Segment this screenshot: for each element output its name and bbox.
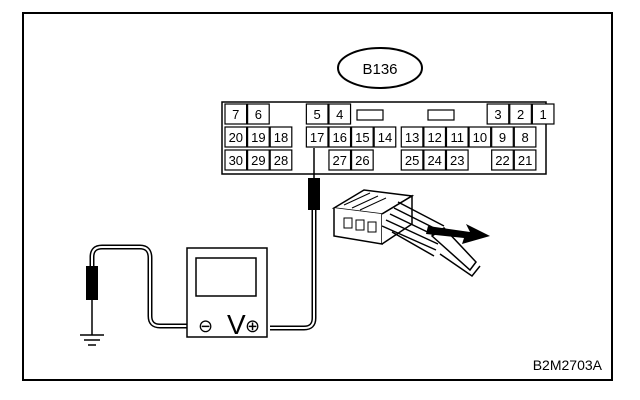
connector-pin-label: 6 xyxy=(255,107,262,122)
connector-pin-label: 4 xyxy=(336,107,343,122)
connector-pin-label: 21 xyxy=(518,153,532,168)
ground-symbol xyxy=(80,334,104,346)
connector-pin-label: 25 xyxy=(405,153,419,168)
connector-latch xyxy=(356,109,384,121)
connector-pin-label: 27 xyxy=(333,153,347,168)
connector-pin-label: 17 xyxy=(310,130,324,145)
connector-pin-cell xyxy=(224,103,248,125)
connector-pin-cell xyxy=(513,149,537,171)
connector-pin-cell xyxy=(423,126,447,148)
connector-pin-label: 26 xyxy=(355,153,369,168)
connector-pin-cell xyxy=(305,126,329,148)
connector-pin-cell xyxy=(224,126,248,148)
connector-pin-cell xyxy=(513,126,537,148)
connector-pin-cell xyxy=(491,126,514,148)
connector-pin-cell xyxy=(247,126,270,148)
connector-pin-cell xyxy=(423,149,447,171)
connector-pin-cell xyxy=(445,126,469,148)
connector-pin-cell xyxy=(509,103,532,125)
meter-voltage-symbol: V xyxy=(227,309,246,340)
connector-pin-cell xyxy=(224,149,248,171)
meter-negative-terminal: ⊖ xyxy=(198,316,213,336)
connector-pin-label: 19 xyxy=(251,130,265,145)
connector-pin-cell xyxy=(491,149,514,171)
connector-pin-label: 28 xyxy=(274,153,288,168)
connector-pin-cell xyxy=(445,149,469,171)
connector-pin-label: 24 xyxy=(427,153,441,168)
meter-positive-terminal: ⊕ xyxy=(245,316,260,336)
connector-pin-label: 12 xyxy=(427,130,441,145)
connector-side-view xyxy=(331,189,490,278)
connector-pin-label: 5 xyxy=(314,107,321,122)
connector-pin-cell xyxy=(269,126,293,148)
voltmeter: ⊖ V ⊕ xyxy=(186,247,268,340)
insertion-arrow xyxy=(426,224,490,244)
connector-pin-label: 8 xyxy=(521,130,528,145)
connector-pin-cell xyxy=(247,103,270,125)
connector-pin-label: 3 xyxy=(494,107,501,122)
connector-pin-label: 9 xyxy=(499,130,506,145)
connector-pin-cell xyxy=(400,149,424,171)
connector-pin-label: 16 xyxy=(333,130,347,145)
connector-pin-cell xyxy=(328,103,352,125)
connector-pin-cell xyxy=(247,149,270,171)
connector-pin-label: 15 xyxy=(355,130,369,145)
connector-pin-label: 11 xyxy=(451,130,465,145)
connector-pin-label: 10 xyxy=(473,130,487,145)
connector-code-label: B136 xyxy=(362,61,397,78)
connector-pin-label: 13 xyxy=(405,130,419,145)
connector-pin-cell xyxy=(531,103,555,125)
connector-pin-label: 1 xyxy=(540,107,547,122)
connector-pin-label: 30 xyxy=(229,153,243,168)
connector-pin-cell xyxy=(305,103,329,125)
meter-display xyxy=(195,257,257,297)
positive-probe-lead xyxy=(270,148,320,331)
diagram-frame xyxy=(22,12,613,381)
positive-probe xyxy=(308,178,320,210)
connector-pin-label: 22 xyxy=(495,153,509,168)
connector-pin-cell xyxy=(373,126,397,148)
ground-probe-lead xyxy=(86,244,188,335)
connector-code-badge: B136 xyxy=(337,47,423,89)
connector-pin-label: 7 xyxy=(232,107,239,122)
connector-pin-cell xyxy=(350,126,374,148)
connector-pin-label: 14 xyxy=(378,130,392,145)
connector-pin-cell xyxy=(468,126,492,148)
connector-pin-label: 2 xyxy=(517,107,524,122)
connector-pin-label: 18 xyxy=(274,130,288,145)
connector-pin-cell xyxy=(400,126,424,148)
connector-pin-cell xyxy=(328,126,352,148)
connector-pin-cell xyxy=(486,103,510,125)
ground-probe xyxy=(86,266,98,300)
connector-pin-cell xyxy=(269,149,293,171)
figure-code: B2M2703A xyxy=(533,357,603,373)
connector-pin-label: 20 xyxy=(229,130,243,145)
connector-pin-cell xyxy=(350,149,374,171)
connector-pin-cell xyxy=(328,149,352,171)
connector-pin-label: 29 xyxy=(251,153,265,168)
connector-pin-label: 23 xyxy=(450,153,464,168)
connector-latch xyxy=(427,109,455,121)
